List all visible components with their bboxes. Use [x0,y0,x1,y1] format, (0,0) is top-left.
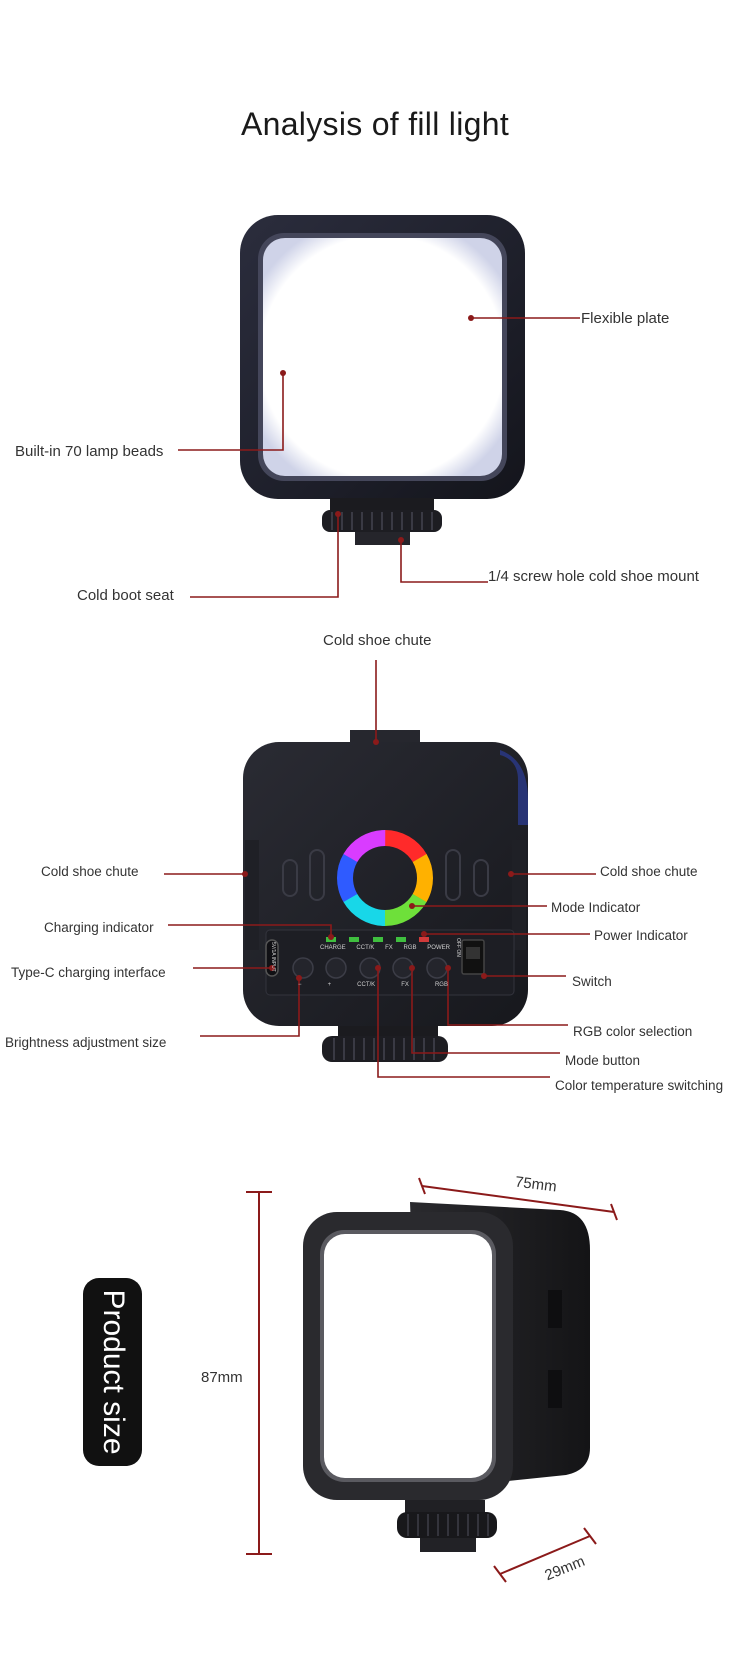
label-type-c: Type-C charging interface [11,965,166,980]
product-size-badge: Product size [83,1278,142,1466]
label-rgb-selection: RGB color selection [573,1024,693,1039]
label-chute-right: Cold shoe chute [600,864,698,879]
label-mode-button: Mode button [565,1053,641,1068]
page-title: Analysis of fill light [240,106,510,142]
label-switch: Switch [572,974,612,989]
back-panel-illustration [164,660,596,1078]
dimension-height: 87mm [201,1369,243,1386]
label-color-temp: Color temperature switching [555,1078,724,1093]
label-brightness: Brightness adjustment size [5,1035,167,1050]
label-screw-mount: 1/4 screw hole cold shoe mount [488,568,699,585]
label-charging-indicator: Charging indicator [44,920,154,935]
label-lamp-beads: Built-in 70 lamp beads [15,443,164,460]
size-illustration [246,1177,618,1583]
size-front-panel [324,1234,492,1478]
front-light-illustration [178,215,580,598]
label-mode-indicator: Mode Indicator [551,900,641,915]
shoe-top [330,498,434,512]
label-chute-top: Cold shoe chute [323,632,432,649]
label-power-indicator: Power Indicator [594,928,688,943]
label-cold-boot-seat: Cold boot seat [77,587,174,604]
port-label: 5V/1A INPUT [270,942,276,972]
shoe-foot [355,532,410,545]
switch-label: OFF ON [455,938,461,957]
rgb-ring [337,830,433,926]
panel-button-labels: − + CCT/K FX RGB [298,982,448,988]
panel-led-labels: CHARGE CCT/K FX RGB POWER [320,945,450,951]
label-chute-left: Cold shoe chute [41,864,139,879]
type-c-port [265,939,279,977]
label-flexible-plate: Flexible plate [581,310,670,327]
light-panel [263,238,502,476]
